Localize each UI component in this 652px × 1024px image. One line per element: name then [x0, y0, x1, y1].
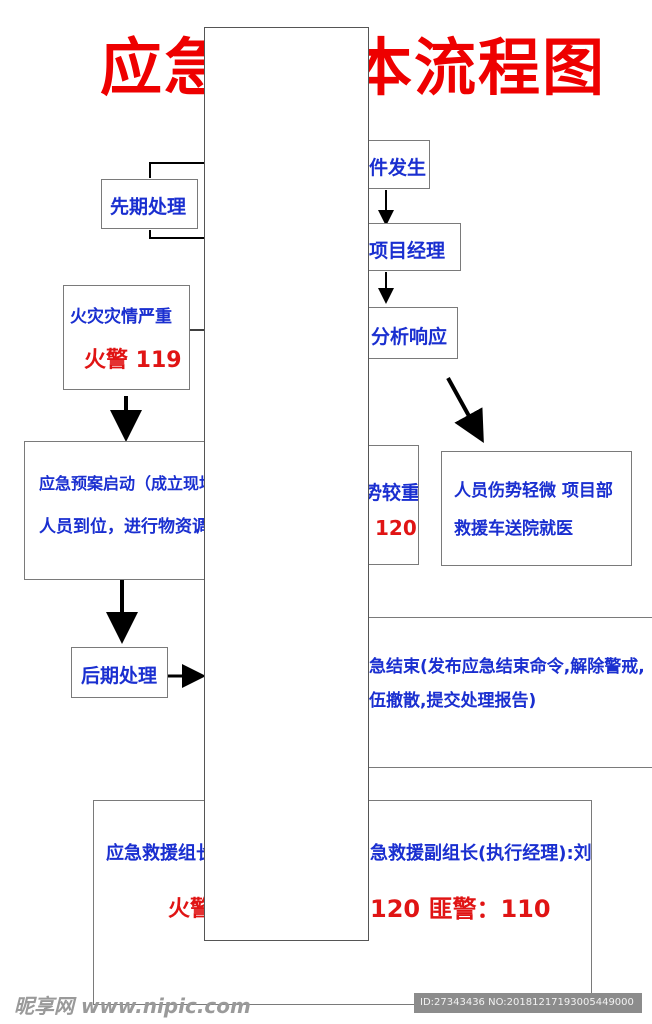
contact-deputy: 急救援副组长(执行经理):刘刚: [370, 843, 592, 864]
node-injury-minor: 人员伤势轻微 项目部 救援车送院就医: [441, 451, 632, 566]
bracket-top: [149, 162, 205, 178]
watermark-left: 昵享网 www.nipic.com: [14, 994, 251, 1018]
node-event-label: 件发生: [369, 157, 427, 179]
node-injury-serious-line2: 120: [375, 516, 417, 540]
node-end-line1: 急结束(发布应急结束命令,解除警戒,: [369, 657, 645, 677]
node-analyze-label: 分析响应: [371, 326, 448, 348]
node-post-handle-label: 后期处理: [81, 665, 158, 687]
contact-hotline: 120 匪警：110: [370, 895, 551, 923]
node-end-line2: 伍撤散,提交处理报告): [369, 691, 537, 711]
contact-leader: 应急救援组长: [106, 843, 214, 864]
node-plan-line1: 应急预案启动（成立现场指: [39, 474, 205, 493]
title-right: 本流程图: [350, 31, 607, 104]
node-injury-minor-line2: 救援车送院就医: [454, 519, 573, 539]
node-fire-line1: 火灾灾情严重: [70, 307, 172, 327]
node-pre-handle: 先期处理: [101, 179, 198, 229]
node-injury-minor-line1: 人员伤势轻微 项目部: [454, 481, 613, 501]
node-fire-line2: 火警 119: [84, 348, 182, 373]
node-fire: 火灾灾情严重 火警 119: [63, 285, 190, 390]
node-pm-label: 项目经理: [369, 240, 446, 262]
node-plan-line2: 人员到位，进行物资调: [39, 517, 206, 537]
node-plan: 应急预案启动（成立现场指 人员到位，进行物资调: [24, 441, 206, 580]
watermark-right: ID:27343436 NO:20181217193005449000: [414, 993, 642, 1013]
arrow-analyze-minor: [446, 377, 484, 444]
occluding-panel: [204, 27, 369, 941]
node-post-handle: 后期处理: [71, 647, 168, 698]
bracket-bottom: [149, 230, 205, 239]
node-injury-serious-line1: 势较重: [363, 482, 419, 504]
node-end: 急结束(发布应急结束命令,解除警戒, 伍撤散,提交处理报告): [350, 617, 652, 768]
node-pre-handle-label: 先期处理: [110, 196, 187, 218]
